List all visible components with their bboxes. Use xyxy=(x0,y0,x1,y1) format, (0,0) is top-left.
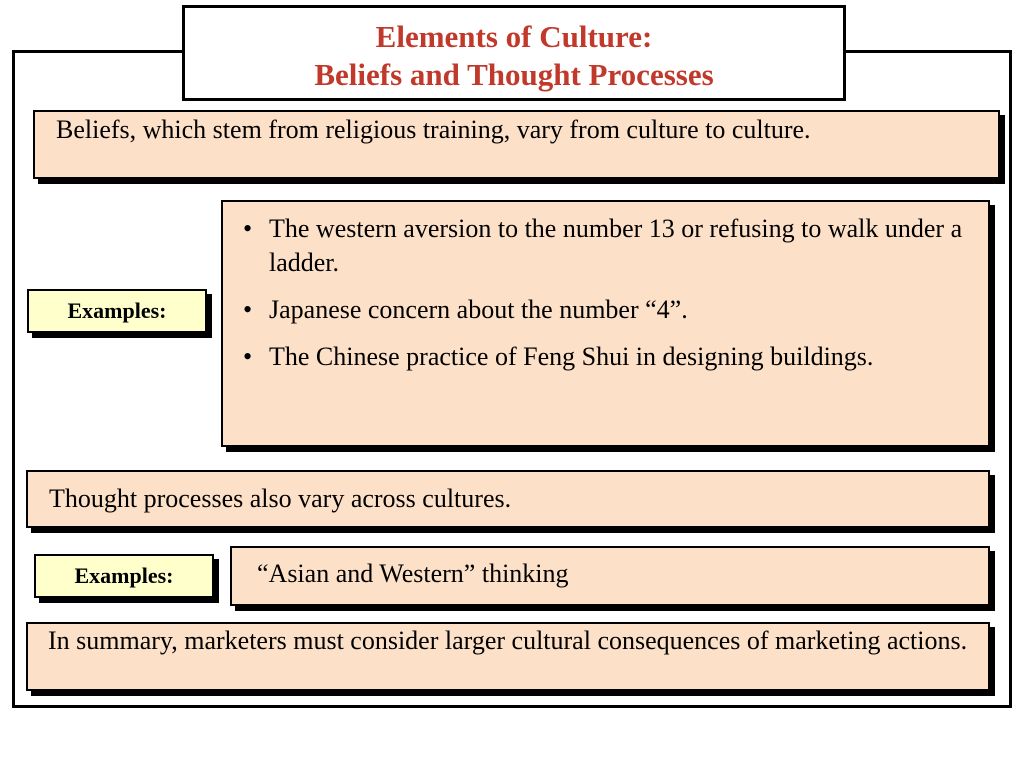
thought-box: Thought processes also vary across cultu… xyxy=(26,470,990,528)
bullet-icon: • xyxy=(243,342,253,371)
bullet-icon: • xyxy=(243,295,253,324)
examples-list: •The western aversion to the number 13 o… xyxy=(231,212,976,374)
examples-list-box: •The western aversion to the number 13 o… xyxy=(221,200,990,447)
beliefs-text: Beliefs, which stem from religious train… xyxy=(56,115,811,144)
list-item: •The western aversion to the number 13 o… xyxy=(243,214,963,277)
bullet-icon: • xyxy=(243,214,253,243)
examples-label-1-text: Examples: xyxy=(67,298,167,323)
beliefs-box: Beliefs, which stem from religious train… xyxy=(33,110,1000,179)
summary-box: In summary, marketers must consider larg… xyxy=(26,622,990,691)
list-item: •Japanese concern about the number “4”. xyxy=(231,293,976,327)
asian-western-box: “Asian and Western” thinking xyxy=(230,546,990,606)
thought-text: Thought processes also vary across cultu… xyxy=(49,484,512,513)
list-item: •The Chinese practice of Feng Shui in de… xyxy=(231,340,976,374)
examples-label-2: Examples: xyxy=(34,554,214,598)
examples-label-2-text: Examples: xyxy=(74,563,174,588)
asian-western-text: “Asian and Western” thinking xyxy=(257,559,569,588)
title-line-1: Elements of Culture: xyxy=(375,19,653,54)
summary-text: In summary, marketers must consider larg… xyxy=(48,626,968,655)
examples-label-1: Examples: xyxy=(27,289,207,333)
slide-title: Elements of Culture: Beliefs and Thought… xyxy=(182,5,846,101)
title-line-2: Beliefs and Thought Processes xyxy=(314,57,714,92)
